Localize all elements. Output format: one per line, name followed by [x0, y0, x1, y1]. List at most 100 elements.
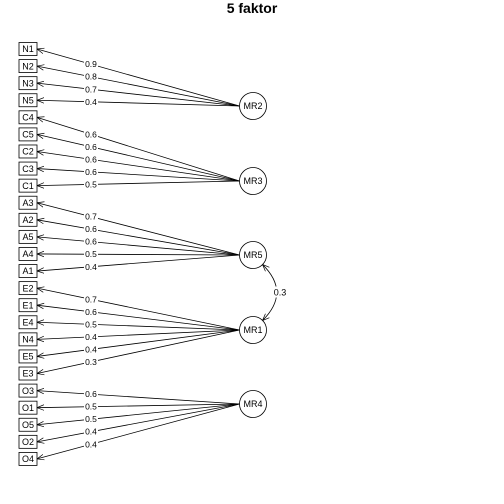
item-label: A3: [22, 198, 33, 208]
factor-label: MR3: [243, 176, 262, 186]
item-box: [18, 76, 38, 91]
loading-arrow: [37, 66, 240, 107]
item-box: [18, 59, 38, 73]
loading-label-bg: [84, 345, 98, 354]
loading-label: 0.6: [85, 389, 97, 399]
item-label: C4: [22, 113, 34, 123]
item-box: [18, 332, 38, 347]
item-box: [18, 366, 38, 381]
item-box: [18, 298, 38, 313]
item-box: [18, 93, 38, 108]
item-box: [18, 127, 38, 142]
loading-label-bg: [84, 357, 98, 366]
loading-label-bg: [84, 440, 98, 449]
loading-label-bg: [84, 155, 98, 164]
loading-label-bg: [84, 85, 98, 94]
loading-arrow: [37, 49, 240, 107]
item-label: A5: [22, 232, 33, 242]
factor-label: MR4: [243, 399, 262, 409]
loading-arrow: [37, 169, 240, 182]
loading-arrow: [37, 329, 240, 339]
loading-arrow: [37, 117, 240, 182]
item-label: O1: [22, 403, 34, 413]
loading-label-bg: [84, 72, 98, 81]
loading-arrow: [37, 180, 240, 186]
factor-circle: [239, 241, 267, 269]
loading-label-bg: [84, 130, 98, 139]
loading-label-bg: [84, 427, 98, 436]
loading-label-bg: [84, 390, 98, 399]
loading-label-bg: [84, 180, 98, 189]
item-box: [18, 212, 38, 227]
loading-arrow: [37, 83, 240, 107]
item-box: [18, 383, 38, 398]
factor-circle: [239, 390, 267, 418]
loading-label-bg: [84, 97, 98, 106]
loading-label: 0.5: [85, 179, 97, 189]
item-box: [18, 144, 38, 159]
loading-arrow: [37, 288, 240, 331]
loading-arrow: [37, 254, 240, 271]
loading-label: 0.4: [85, 439, 97, 449]
loading-label: 0.6: [85, 142, 97, 152]
loading-arrow: [37, 329, 240, 374]
item-label: C5: [22, 130, 34, 140]
loading-label-bg: [84, 402, 98, 411]
item-label: E4: [22, 317, 33, 327]
loading-label: 0.3: [85, 357, 97, 367]
item-label: A2: [22, 215, 33, 225]
item-label: O5: [22, 420, 34, 430]
loading-label-bg: [84, 225, 98, 234]
loading-arrow: [37, 237, 240, 256]
item-box: [18, 315, 38, 330]
item-label: O2: [22, 437, 34, 447]
loading-arrow: [37, 203, 240, 256]
factor-circle: [239, 316, 267, 344]
loading-label: 0.6: [85, 129, 97, 139]
loading-arrow: [37, 100, 240, 107]
loading-label-bg: [84, 167, 98, 176]
item-box: [18, 229, 38, 244]
loading-label: 0.7: [85, 212, 97, 222]
loading-arrow: [37, 403, 240, 425]
item-label: E3: [22, 369, 33, 379]
item-label: O4: [22, 454, 34, 464]
item-label: A4: [22, 249, 33, 259]
loading-label: 0.4: [85, 332, 97, 342]
item-label: C2: [22, 147, 34, 157]
factor-circle: [239, 92, 267, 120]
loading-label: 0.4: [85, 97, 97, 107]
loading-label-bg: [84, 212, 98, 221]
loading-label: 0.6: [85, 307, 97, 317]
item-label: C1: [22, 181, 34, 191]
loading-arrow: [37, 329, 240, 356]
item-box: [18, 195, 38, 210]
item-box: [18, 349, 38, 364]
loading-label: 0.4: [85, 262, 97, 272]
loading-arrow: [37, 220, 240, 256]
loading-label: 0.8: [85, 72, 97, 82]
loading-label-bg: [84, 60, 98, 69]
item-label: E1: [22, 300, 33, 310]
item-label: E5: [22, 352, 33, 362]
loading-label: 0.4: [85, 427, 97, 437]
item-label: N1: [22, 44, 34, 54]
item-label: A1: [22, 266, 33, 276]
factor-label: MR5: [243, 250, 262, 260]
loading-label: 0.6: [85, 224, 97, 234]
loading-label: 0.7: [85, 294, 97, 304]
loading-label: 0.6: [85, 237, 97, 247]
loading-label-bg: [84, 307, 98, 316]
item-box: [18, 264, 38, 278]
loading-label: 0.5: [85, 249, 97, 259]
loading-label-bg: [84, 332, 98, 341]
loading-arrow: [37, 134, 240, 182]
item-label: C3: [22, 164, 34, 174]
loading-label: 0.5: [85, 402, 97, 412]
loading-label: 0.4: [85, 344, 97, 354]
loading-label-bg: [84, 320, 98, 329]
loading-label: 0.5: [85, 319, 97, 329]
loading-arrow: [37, 403, 240, 408]
loading-arrow: [37, 151, 240, 182]
item-box: [18, 400, 38, 415]
